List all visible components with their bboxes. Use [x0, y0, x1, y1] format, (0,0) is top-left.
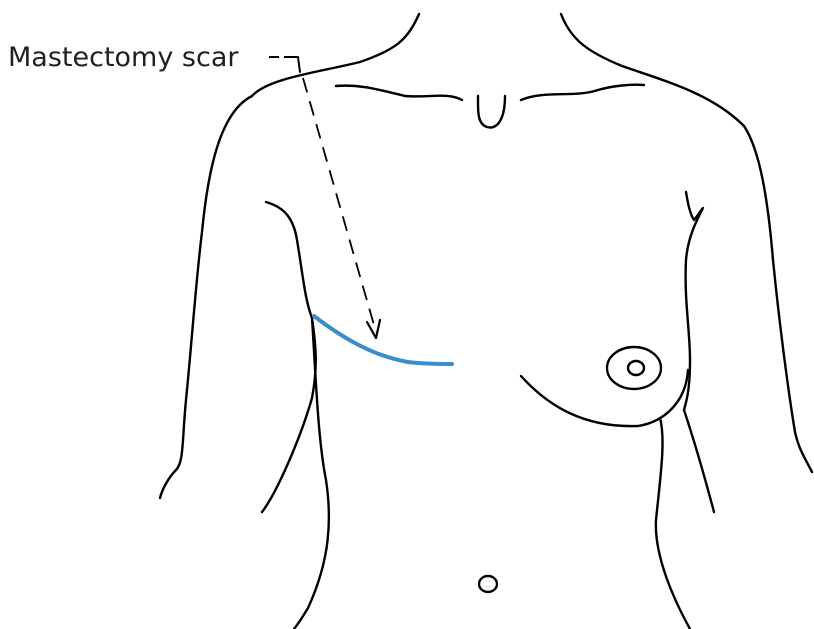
leader-corner: [294, 57, 300, 72]
left-arm-outer: [160, 96, 252, 498]
sternal-notch: [478, 96, 505, 127]
neck-right: [561, 14, 744, 126]
torso-right: [656, 418, 690, 629]
navel: [479, 576, 497, 592]
collarbone-right: [521, 85, 644, 100]
nipple: [628, 361, 644, 375]
breast-right: [521, 370, 688, 426]
areola: [607, 347, 661, 389]
leader-line: [303, 78, 376, 332]
left-arm-inner: [262, 202, 316, 512]
mastectomy-scar: [314, 316, 452, 364]
neck-left: [252, 14, 419, 96]
right-arm-outer: [744, 126, 812, 472]
torso-left: [294, 318, 329, 629]
collarbone-left: [336, 86, 462, 100]
scar-label: Mastectomy scar: [8, 42, 239, 73]
right-arm-inner: [684, 192, 714, 512]
